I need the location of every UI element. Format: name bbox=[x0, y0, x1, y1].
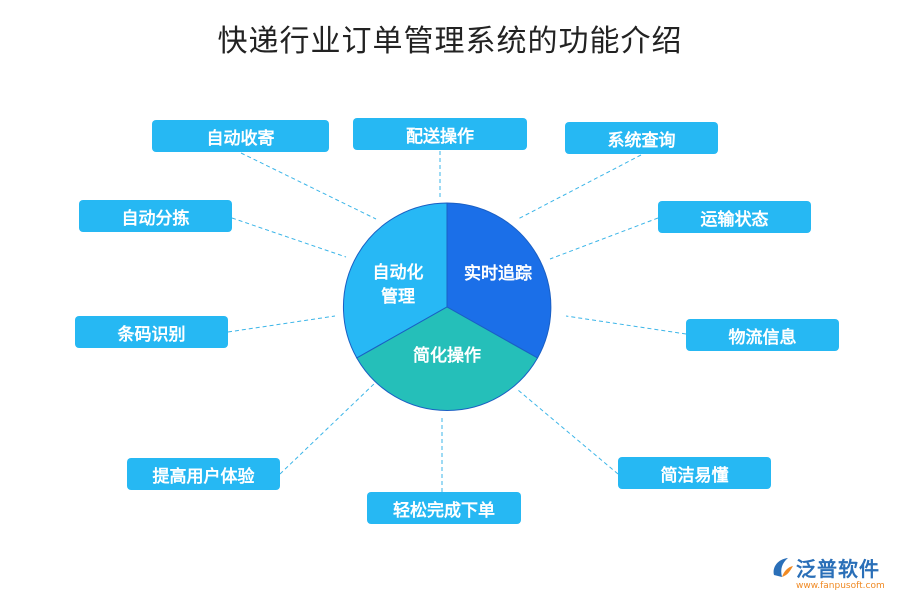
feature-auto-sorting: 自动分拣 bbox=[79, 200, 232, 232]
connector-line bbox=[279, 381, 377, 475]
segment-label-simplify: 简化操作 bbox=[413, 345, 481, 366]
feature-delivery: 配送操作 bbox=[353, 118, 527, 150]
segment-label-automation-2: 管理 bbox=[381, 286, 415, 307]
logo-name: 泛普软件 bbox=[796, 557, 880, 581]
segment-label-automation-1: 自动化 bbox=[373, 262, 424, 283]
brand-logo: 泛普软件 www.fanpusoft.com bbox=[770, 553, 895, 597]
connector-line bbox=[517, 154, 642, 220]
page-title: 快递行业订单管理系统的功能介绍 bbox=[217, 24, 683, 59]
segment-label-tracking: 实时追踪 bbox=[464, 263, 532, 284]
pie-segment-tracking bbox=[446, 202, 552, 359]
feature-user-experience: 提高用户体验 bbox=[127, 458, 280, 490]
feature-logistics-info: 物流信息 bbox=[686, 319, 839, 351]
connector-line bbox=[565, 315, 687, 335]
feature-transport-status: 运输状态 bbox=[658, 201, 811, 233]
feature-easy-order: 轻松完成下单 bbox=[367, 492, 521, 524]
pie-segment-automation bbox=[342, 202, 448, 359]
connector-line bbox=[549, 217, 659, 260]
feature-auto-pickup: 自动收寄 bbox=[152, 120, 329, 152]
logo-url: www.fanpusoft.com bbox=[796, 581, 885, 591]
feature-simple: 简洁易懂 bbox=[618, 457, 771, 489]
connector-lines bbox=[227, 151, 687, 492]
feature-system-query: 系统查询 bbox=[565, 122, 718, 154]
feature-barcode: 条码识别 bbox=[75, 316, 228, 348]
connector-line bbox=[231, 217, 347, 258]
pie-segment-simplify bbox=[356, 306, 539, 411]
connector-line bbox=[240, 152, 377, 220]
logo-icon bbox=[773, 558, 793, 577]
connector-line bbox=[517, 389, 619, 475]
connector-line bbox=[227, 315, 336, 333]
